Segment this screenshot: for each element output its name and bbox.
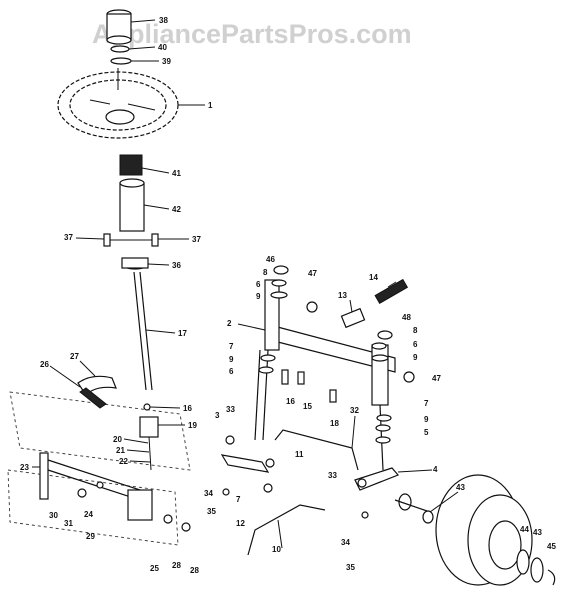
- callout-24: 24: [84, 510, 93, 519]
- callout-35b: 35: [346, 563, 355, 572]
- steering-column: [57, 9, 179, 471]
- callout-46: 46: [266, 255, 275, 264]
- callout-33b: 33: [328, 471, 337, 480]
- callout-31: 31: [64, 519, 73, 528]
- callout-6a: 6: [256, 280, 261, 289]
- callout-17: 17: [178, 329, 187, 338]
- leader-lines: [32, 19, 459, 549]
- callout-32: 32: [350, 406, 359, 415]
- callout-10: 10: [272, 545, 281, 554]
- callout-28a: 28: [172, 561, 181, 570]
- callout-22: 22: [119, 457, 128, 466]
- callout-37b: 37: [192, 235, 201, 244]
- callout-9a: 9: [256, 292, 261, 301]
- callout-21: 21: [116, 446, 125, 455]
- callout-28b: 28: [190, 566, 199, 575]
- callout-26: 26: [40, 360, 49, 369]
- callout-25: 25: [150, 564, 159, 573]
- callout-19: 19: [188, 421, 197, 430]
- callout-4: 4: [433, 465, 438, 474]
- callout-1: 1: [208, 101, 213, 110]
- callout-13: 13: [338, 291, 347, 300]
- callout-2: 2: [227, 319, 232, 328]
- callout-39: 39: [162, 57, 171, 66]
- sector-gear-assembly: [7, 375, 191, 546]
- callout-29: 29: [86, 532, 95, 541]
- callout-23: 23: [20, 463, 29, 472]
- callout-44: 44: [520, 525, 529, 534]
- callout-8b: 8: [413, 326, 418, 335]
- watermark: AppliancePartsPros.com: [92, 19, 412, 49]
- callout-16b: 16: [286, 397, 295, 406]
- callout-27: 27: [70, 352, 79, 361]
- callout-12: 12: [236, 519, 245, 528]
- callout-6b: 6: [413, 340, 418, 349]
- callout-5: 5: [424, 428, 429, 437]
- callout-34a: 34: [204, 489, 213, 498]
- callout-42: 42: [172, 205, 181, 214]
- callout-41: 41: [172, 169, 181, 178]
- callout-15: 15: [303, 402, 312, 411]
- callout-38: 38: [159, 16, 168, 25]
- callout-7b: 7: [424, 399, 429, 408]
- callout-36: 36: [172, 261, 181, 270]
- callout-16a: 16: [183, 404, 192, 413]
- callout-35a: 35: [207, 507, 216, 516]
- callout-40: 40: [158, 43, 167, 52]
- callout-18: 18: [330, 419, 339, 428]
- callout-37a: 37: [64, 233, 73, 242]
- callout-14: 14: [369, 273, 378, 282]
- callout-3: 3: [215, 411, 220, 420]
- callout-48: 48: [402, 313, 411, 322]
- callout-34b: 34: [341, 538, 350, 547]
- callout-11: 11: [295, 450, 304, 459]
- callout-47b: 47: [432, 374, 441, 383]
- callout-7c: 7: [236, 495, 241, 504]
- callout-30: 30: [49, 511, 58, 520]
- callout-9b: 9: [413, 353, 418, 362]
- callout-20: 20: [113, 435, 122, 444]
- callout-8a: 8: [263, 268, 268, 277]
- callout-9c: 9: [229, 355, 234, 364]
- callout-45: 45: [547, 542, 556, 551]
- callouts: 38 40 39 1 41 42 37 37 36 17 16 19 20 21…: [20, 16, 556, 575]
- callout-33a: 33: [226, 405, 235, 414]
- callout-9d: 9: [424, 415, 429, 424]
- callout-47a: 47: [308, 269, 317, 278]
- callout-7a: 7: [229, 342, 234, 351]
- callout-43a: 43: [456, 483, 465, 492]
- axle-assembly: [220, 265, 556, 586]
- callout-43b: 43: [533, 528, 542, 537]
- callout-6c: 6: [229, 367, 234, 376]
